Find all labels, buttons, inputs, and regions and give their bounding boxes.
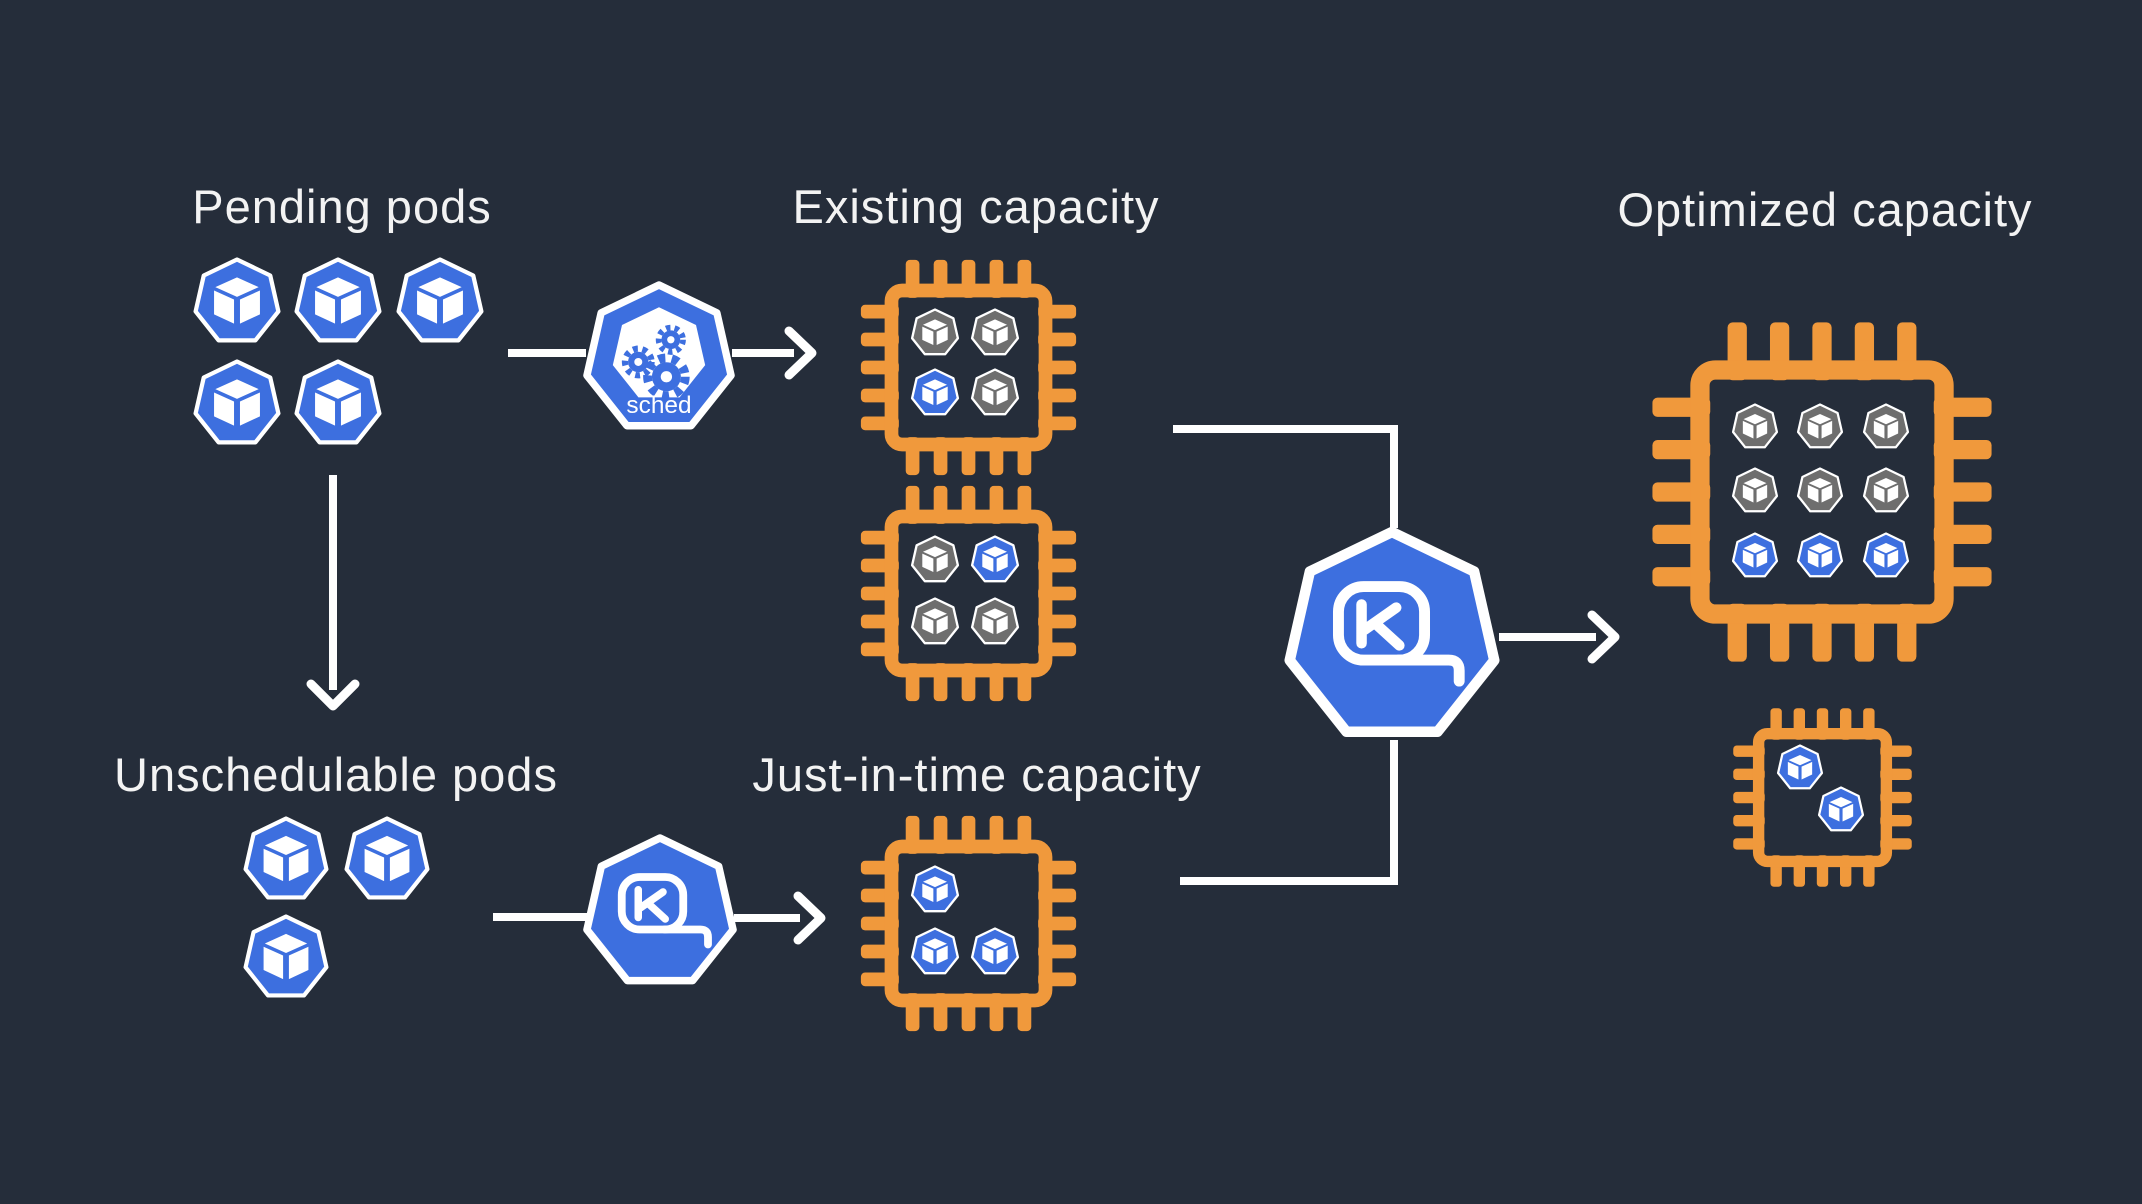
- pod-icon: [970, 308, 1020, 356]
- pod-icon: [1796, 467, 1844, 513]
- pod-icon: [1731, 403, 1779, 449]
- arrowhead-icon: [793, 891, 826, 945]
- unschedulable-pods-title: Unschedulable pods: [114, 748, 558, 801]
- pending-pods-title: Pending pods: [192, 180, 491, 233]
- pod-icon: [910, 368, 960, 416]
- line-jit-to-karpenter: [1180, 740, 1398, 885]
- pod-icon: [1862, 467, 1910, 513]
- cpu-chip-icon: [861, 260, 1076, 475]
- scheduler-label: sched: [626, 392, 691, 419]
- pod-icon: [1862, 403, 1910, 449]
- pod-icon: [1862, 532, 1910, 578]
- pod-icon: [1796, 403, 1844, 449]
- pod-icon: [970, 368, 1020, 416]
- pod-icon: [970, 535, 1020, 583]
- cpu-chip-icon: [861, 816, 1076, 1031]
- optimized-small-chip-pods: [1776, 744, 1865, 832]
- kube-scheduler-icon: sched: [587, 285, 731, 426]
- pod-icon: [1796, 532, 1844, 578]
- arrowhead-icon: [1587, 610, 1620, 664]
- pod-icon: [1776, 744, 1824, 790]
- jit-capacity-title: Just-in-time capacity: [752, 748, 1201, 801]
- pending-pods-group: [196, 260, 482, 443]
- pod-icon: [910, 535, 960, 583]
- unschedulable-pods-group: [246, 819, 428, 996]
- existing-chip-2-pods: [910, 535, 1020, 645]
- pod-icon: [1817, 786, 1865, 832]
- pod-icon: [297, 260, 380, 341]
- jit-chip-pods: [910, 865, 1020, 975]
- pod-icon: [1731, 467, 1779, 513]
- pod-icon: [910, 308, 960, 356]
- connectors: [306, 326, 1620, 945]
- pod-icon: [910, 927, 960, 975]
- pod-icon: [246, 819, 327, 898]
- arrowhead-icon: [306, 679, 360, 711]
- pod-icon: [970, 927, 1020, 975]
- pod-icon: [196, 260, 279, 341]
- pod-icon: [297, 362, 380, 443]
- arrowhead-icon: [784, 326, 817, 380]
- pod-icon: [1731, 532, 1779, 578]
- pod-icon: [910, 597, 960, 645]
- existing-chip-1-pods: [910, 308, 1020, 416]
- pod-icon: [246, 917, 327, 996]
- cpu-chip-icon: [861, 486, 1076, 701]
- pod-icon: [399, 260, 482, 341]
- optimized-large-chip-pods: [1731, 403, 1910, 578]
- karpenter-icon: [587, 838, 733, 981]
- pod-icon: [196, 362, 279, 443]
- pod-icon: [347, 819, 428, 898]
- pod-icon: [910, 865, 960, 913]
- line-existing-to-karpenter: [1173, 425, 1398, 528]
- existing-capacity-title: Existing capacity: [792, 180, 1159, 233]
- karpenter-icon: [1290, 532, 1495, 732]
- pod-icon: [970, 597, 1020, 645]
- optimized-capacity-title: Optimized capacity: [1617, 183, 2032, 236]
